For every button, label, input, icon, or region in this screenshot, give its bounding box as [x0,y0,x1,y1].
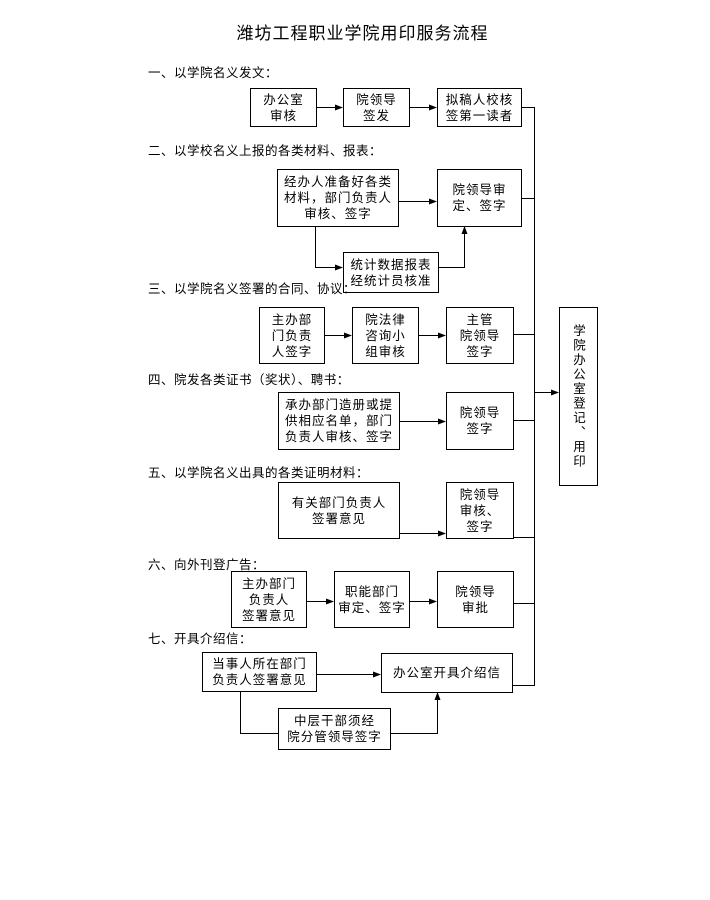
s2-leader-approve-box: 院领导审 定、签字 [437,169,522,227]
section-5-label: 五、以学院名义出具的各类证明材料： [148,465,370,480]
final-office-seal-box: 学院办公室登记、用印 [559,307,598,486]
s7-midlevel-cadre-box: 中层干部须经 院分管领导签字 [278,708,391,750]
s7-office-letter-box: 办公室开具介绍信 [381,653,513,693]
s1-drafter-check-box: 拟稿人校核 签第一读者 [437,88,522,127]
section-2-label: 二、以学校名义上报的各类材料、报表： [148,143,383,158]
s2-prepare-materials-box: 经办人准备好各类 材料，部门负责人 审核、签字 [277,169,399,227]
s6-leader-approve-box: 院领导 审批 [437,571,514,628]
section-6-label: 六、向外刊登广告： [148,557,266,572]
s3-dept-head-box: 主办部 门负责 人签字 [259,307,325,364]
section-7-label: 七、开具介绍信： [148,631,253,646]
arrow-s7-3 [390,692,441,734]
arrow-s2-3 [438,226,468,268]
section-1-label: 一、以学院名义发文： [148,65,279,80]
s3-leader-sign-box: 主管 院领导 签字 [446,307,514,364]
page-title: 潍坊工程职业学院用印服务流程 [236,24,489,44]
section-4-label: 四、院发各类证书（奖状）、聘书： [148,372,350,387]
s2-statistics-box: 统计数据报表 经统计员核准 [343,252,439,293]
s6-functional-dept-box: 职能部门 审定、签字 [334,571,410,628]
s6-dept-head-box: 主办部门 负责人 签署意见 [231,571,307,628]
arrow-s2-2 [315,226,343,271]
s1-leader-sign-box: 院领导 签发 [343,88,410,127]
s4-leader-sign-box: 院领导 签字 [446,392,514,450]
s3-legal-review-box: 院法律 咨询小 组审核 [352,307,419,364]
section-3-label: 三、以学院名义签署的合同、协议： [148,281,357,296]
s5-leader-review-box: 院领导 审核、 签字 [446,482,514,539]
connector-s7-2 [240,691,278,734]
s4-roster-box: 承办部门造册或提 供相应名单，部门 负责人审核、签字 [278,392,400,450]
s1-office-review-box: 办公室 审核 [250,88,317,127]
s7-dept-opinion-box: 当事人所在部门 负责人签署意见 [202,652,317,692]
s5-dept-opinion-box: 有关部门负责人 签署意见 [278,482,400,539]
